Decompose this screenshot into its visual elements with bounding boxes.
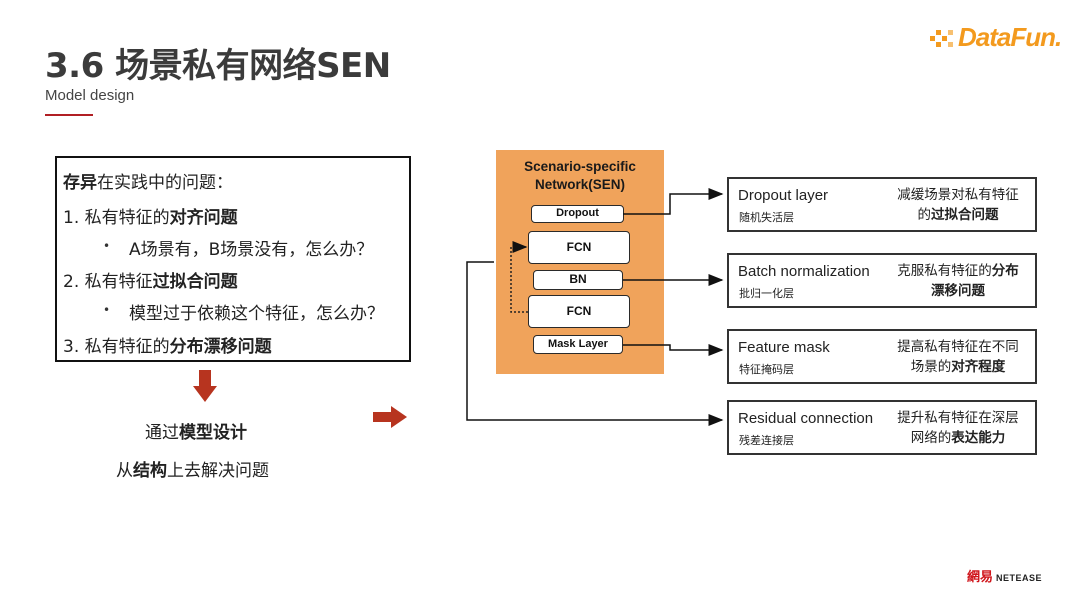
- logo-dots-icon: [930, 30, 953, 47]
- feature-desc-line-2-pre: 的: [917, 207, 932, 223]
- sen-title-line-1: Scenario-specific: [524, 159, 636, 174]
- sen-block: Scenario-specific Network(SEN) Dropout F…: [496, 150, 664, 374]
- problem-item-2-prefix: 2. 私有特征: [63, 272, 153, 292]
- problem-heading-rest: 在实践中的问题：: [97, 173, 233, 193]
- feature-desc-line-1: 提高私有特征在不同: [897, 339, 1019, 355]
- problem-item-1-bold: 对齐问题: [169, 208, 238, 228]
- feature-desc-line-2-pre: 网络的: [910, 430, 952, 446]
- netease-logo-en: NETEASE: [996, 573, 1043, 583]
- logo-text: DataFun.: [958, 22, 1062, 52]
- feature-desc-line-2-pre: 场景的: [910, 359, 952, 375]
- feature-desc-line-1: 减缓场景对私有特征: [897, 187, 1019, 203]
- layer-fcn-top: FCN: [528, 231, 630, 264]
- bullet-icon: •: [103, 239, 111, 253]
- feature-desc-line-1-pre: 克服私有特征的: [897, 263, 992, 279]
- feature-box-mask: Feature mask 特征掩码层 提高私有特征在不同 场景的对齐程度: [727, 329, 1037, 384]
- bullet-icon: •: [103, 303, 111, 317]
- solution-line-2: 从结构上去解决问题: [116, 456, 269, 481]
- feature-cn-label: 随机失活层: [739, 211, 794, 224]
- problem-item-1: 1. 私有特征的对齐问题: [63, 203, 238, 228]
- problem-item-2-bold: 过拟合问题: [152, 272, 238, 292]
- solution-line-2-pre: 从: [116, 461, 133, 481]
- feature-box-batchnorm: Batch normalization 批归一化层 克服私有特征的分布 漂移问题: [727, 253, 1037, 308]
- layer-bn: BN: [533, 270, 623, 290]
- feature-desc-line-2: 漂移问题: [885, 281, 1031, 301]
- feature-desc-line-1: 提升私有特征在深层: [897, 410, 1019, 426]
- problem-item-3-bold: 分布漂移问题: [169, 337, 272, 357]
- page-subtitle: Model design: [45, 87, 135, 104]
- feature-desc-line-2: 的过拟合问题: [885, 205, 1031, 225]
- feature-desc-line-2: 场景的对齐程度: [885, 357, 1031, 377]
- layer-dropout: Dropout: [531, 205, 624, 223]
- down-arrow-icon: [193, 370, 217, 402]
- solution-line-1-pre: 通过: [145, 423, 179, 443]
- solution-line-1: 通过模型设计: [145, 418, 247, 443]
- solution-line-2-bold: 结构: [133, 461, 167, 481]
- title-underline: [45, 114, 93, 116]
- feature-desc-bold: 表达能力: [951, 430, 1006, 446]
- problem-heading-bold: 存异: [63, 173, 97, 193]
- feature-desc: 克服私有特征的分布 漂移问题: [885, 261, 1031, 301]
- feature-desc: 减缓场景对私有特征 的过拟合问题: [885, 185, 1031, 225]
- feature-desc-line-2: 网络的表达能力: [885, 428, 1031, 448]
- feature-en-label: Dropout layer: [738, 187, 829, 204]
- datafun-logo: DataFun.: [930, 22, 1062, 52]
- problem-item-1-prefix: 1. 私有特征的: [63, 208, 170, 228]
- feature-en-label: Batch normalization: [738, 263, 870, 280]
- problem-heading: 存异在实践中的问题：: [63, 168, 233, 193]
- feature-desc-bold: 过拟合问题: [931, 207, 999, 223]
- right-arrow-icon: [373, 406, 407, 428]
- sen-title: Scenario-specific Network(SEN): [496, 158, 664, 194]
- feature-en-label: Residual connection: [738, 410, 874, 427]
- feature-box-dropout: Dropout layer 随机失活层 减缓场景对私有特征 的过拟合问题: [727, 177, 1037, 232]
- layer-mask: Mask Layer: [533, 335, 623, 354]
- feature-desc: 提高私有特征在不同 场景的对齐程度: [885, 337, 1031, 377]
- feature-cn-label: 残差连接层: [739, 434, 794, 447]
- feature-desc-line-1: 克服私有特征的分布: [885, 261, 1031, 281]
- problem-item-3-prefix: 3. 私有特征的: [63, 337, 170, 357]
- page-title: 3.6 场景私有网络SEN: [45, 46, 391, 86]
- layer-fcn-bottom: FCN: [528, 295, 630, 328]
- feature-cn-label: 特征掩码层: [739, 363, 794, 376]
- problem-item-2: 2. 私有特征过拟合问题: [63, 267, 238, 292]
- solution-line-1-bold: 模型设计: [179, 423, 247, 443]
- feature-cn-label: 批归一化层: [739, 287, 794, 300]
- problem-item-1-sub: A场景有，B场景没有，怎么办？: [129, 240, 374, 260]
- problem-box: 存异在实践中的问题： 1. 私有特征的对齐问题 • A场景有，B场景没有，怎么办…: [55, 156, 411, 362]
- feature-box-residual: Residual connection 残差连接层 提升私有特征在深层 网络的表…: [727, 400, 1037, 455]
- netease-logo-cn: 網易: [967, 570, 994, 585]
- feature-desc-bold-part2: 漂移问题: [931, 283, 985, 299]
- feature-desc-bold: 对齐程度: [951, 359, 1006, 375]
- feature-en-label: Feature mask: [738, 339, 830, 356]
- problem-item-3: 3. 私有特征的分布漂移问题: [63, 332, 272, 357]
- solution-line-2-post: 上去解决问题: [167, 461, 269, 481]
- problem-item-2-sub: 模型过于依赖这个特征，怎么办？: [129, 304, 384, 324]
- sen-title-line-2: Network(SEN): [534, 177, 625, 192]
- feature-desc-bold-part1: 分布: [991, 263, 1019, 279]
- feature-desc: 提升私有特征在深层 网络的表达能力: [885, 408, 1031, 448]
